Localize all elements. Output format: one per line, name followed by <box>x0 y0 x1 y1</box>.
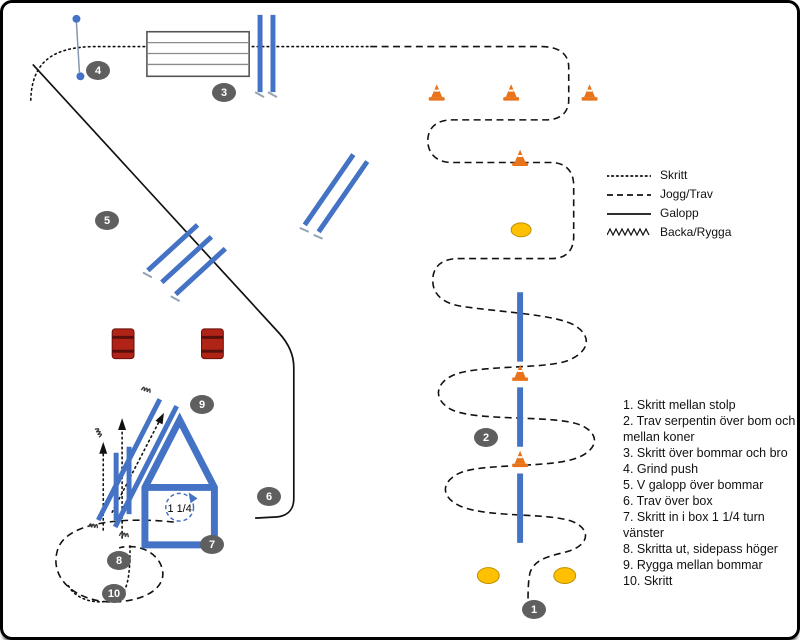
instruction-item: 5. V galopp över bommar <box>623 478 764 492</box>
legend-row-skritt: Skritt <box>607 165 731 184</box>
pole-end-tick <box>170 295 181 303</box>
traffic-cone-icon <box>512 149 529 166</box>
legend: Skritt Jogg/Trav Galopp Backa/Rygga <box>607 165 731 241</box>
legend-row-jogg-trav: Jogg/Trav <box>607 184 731 203</box>
legend-label: Galopp <box>660 205 699 220</box>
backup-squiggle-icon <box>94 426 103 438</box>
barrel-icon <box>201 328 224 360</box>
turn-arrowhead-icon <box>188 492 198 504</box>
traffic-cone-icon <box>581 84 598 101</box>
walk-out-line <box>66 545 131 603</box>
barrel-icon <box>111 328 135 360</box>
walk-route-line <box>29 45 372 101</box>
post-marker <box>510 222 532 238</box>
gate-icon <box>72 14 85 81</box>
legend-label: Jogg/Trav <box>660 186 713 201</box>
instruction-item: 6. Trav över box <box>623 494 713 508</box>
instruction-item: 4. Grind push <box>623 462 699 476</box>
dotted-line-sample-icon <box>607 174 651 177</box>
backup-channel-dotted-line <box>111 421 160 513</box>
instruction-item: 1. Skritt mellan stolp <box>623 398 736 412</box>
instruction-item: 3. Skritt över bommar och bro <box>623 446 788 460</box>
station-badge-6: 6 <box>257 487 281 506</box>
station-badge-4: 4 <box>86 61 110 80</box>
instruction-item: 7. Skritt in i box 1 1/4 turn vänster <box>623 510 765 540</box>
diagonal-pole <box>146 223 200 273</box>
box-turn-label: 1 1/4 <box>168 503 192 515</box>
instruction-list: 1. Skritt mellan stolp 2. Trav serpentin… <box>623 397 797 589</box>
station-badge-3: 3 <box>212 83 236 102</box>
zigzag-line-sample-icon <box>607 227 650 236</box>
traffic-cone-icon <box>512 450 529 468</box>
traffic-cone-icon <box>512 364 529 381</box>
traffic-cone-icon <box>503 84 520 101</box>
backup-squiggle-icon <box>118 531 130 538</box>
legend-label: Backa/Rygga <box>660 224 732 239</box>
gallop-route-line <box>32 63 295 519</box>
box-obstacle <box>141 412 218 549</box>
trot-serpentine-route-line <box>370 45 596 604</box>
pole-end-tick <box>299 226 310 233</box>
legend-row-backa-rygga: Backa/Rygga <box>607 222 731 241</box>
diagonal-pole <box>316 160 370 234</box>
pole-end-tick <box>142 271 153 279</box>
pole-end-tick <box>313 233 323 240</box>
arrow-up-icon <box>118 418 127 430</box>
station-badge-10: 10 <box>102 584 126 603</box>
pole-end-tick <box>254 91 265 98</box>
traffic-cone-icon <box>428 84 445 101</box>
arrow-up-icon <box>99 441 108 454</box>
post-marker <box>476 567 500 585</box>
station-badge-7: 7 <box>200 535 224 554</box>
post-marker <box>553 567 577 585</box>
instruction-item: 9. Rygga mellan bommar <box>623 558 763 572</box>
station-badge-5: 5 <box>95 211 119 230</box>
station-badge-8: 8 <box>107 551 131 570</box>
turn-circle-icon <box>165 492 195 522</box>
solid-line-sample-icon <box>607 212 651 215</box>
station-badge-9: 9 <box>190 395 214 414</box>
instruction-item: 8. Skritta ut, sidepass höger <box>623 542 778 556</box>
diagonal-pole <box>160 234 214 285</box>
backup-pole <box>112 405 179 529</box>
instruction-item: 10. Skritt <box>623 574 673 588</box>
station-badge-1: 1 <box>522 600 546 619</box>
dashed-line-sample-icon <box>607 193 651 196</box>
legend-label: Skritt <box>660 167 688 182</box>
diagonal-pole <box>302 153 356 227</box>
diagonal-pole <box>174 246 227 297</box>
backup-squiggle-icon <box>140 386 152 394</box>
pole-end-tick <box>267 91 278 98</box>
bridge-icon <box>146 30 250 78</box>
station-badge-2: 2 <box>474 428 498 447</box>
arrow-up-icon <box>155 412 164 425</box>
legend-row-galopp: Galopp <box>607 203 731 222</box>
course-map: 1 1/4 <box>29 14 598 604</box>
instruction-item: 2. Trav serpentin över bom och mellan ko… <box>623 414 796 444</box>
